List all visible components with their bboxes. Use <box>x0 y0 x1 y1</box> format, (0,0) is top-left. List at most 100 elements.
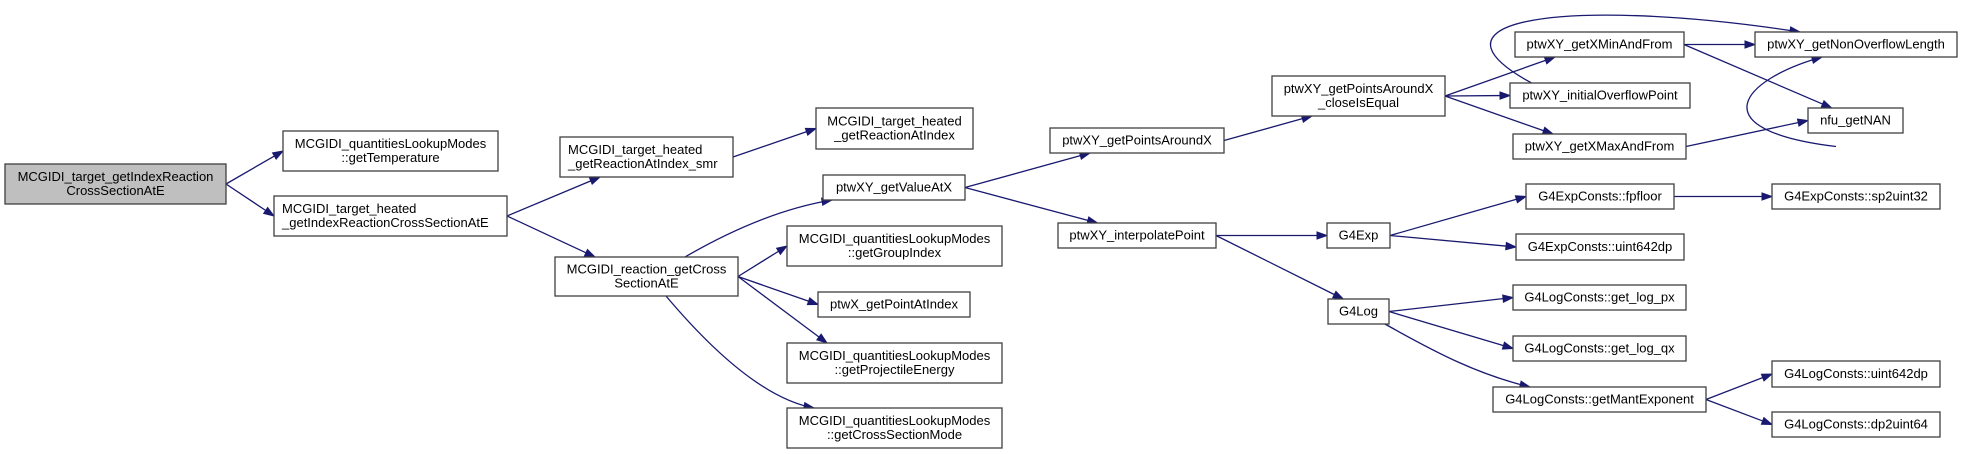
graph-node-getValueAtX[interactable]: ptwXY_getValueAtX <box>822 174 966 201</box>
edge-getValueAtX-to-interpolatePoint <box>964 186 1099 225</box>
node-label: G4LogConsts::getMantExponent <box>1505 392 1694 407</box>
node-box[interactable] <box>282 130 499 172</box>
graph-node-getMantExponent[interactable]: G4LogConsts::getMantExponent <box>1492 386 1707 413</box>
node-box[interactable] <box>1509 82 1691 109</box>
graph-node-G4Log[interactable]: G4Log <box>1327 298 1390 325</box>
edge-fpfloor-to-sp2uint32 <box>1674 192 1774 201</box>
node-box[interactable] <box>559 136 734 178</box>
node-label: MCGIDI_quantitiesLookupModes <box>799 231 991 246</box>
graph-node-ptwXGetPoint[interactable]: ptwX_getPointAtIndex <box>817 291 971 318</box>
arrowhead-icon <box>1760 373 1774 382</box>
arrowhead-icon <box>1760 416 1774 426</box>
graph-node-heatedGetReaction[interactable]: MCGIDI_target_heated_getReactionAtIndex <box>815 107 974 150</box>
node-box[interactable] <box>1807 107 1904 134</box>
graph-node-sp2uint32[interactable]: G4ExpConsts::sp2uint32 <box>1771 183 1941 210</box>
edge-line <box>1388 297 1505 313</box>
node-box[interactable] <box>817 291 971 318</box>
node-label: MCGIDI_target_getIndexReaction <box>18 169 214 184</box>
edge-G4Log-to-getMantExponent <box>1384 323 1532 389</box>
node-box[interactable] <box>1326 222 1391 249</box>
edge-line <box>225 183 267 212</box>
node-label: G4LogConsts::get_log_px <box>1524 290 1675 305</box>
node-label: CrossSectionAtE <box>66 183 165 198</box>
node-box[interactable] <box>1771 360 1941 388</box>
graph-node-initialOverflowPoint[interactable]: ptwXY_initialOverflowPoint <box>1509 82 1691 109</box>
node-box[interactable] <box>1771 411 1941 438</box>
edge-reactionGetCS-to-getProjectileEnergy <box>737 275 829 344</box>
edge-line <box>737 275 821 339</box>
arrowhead-icon <box>262 206 276 217</box>
node-label: ::getGroupIndex <box>848 245 942 260</box>
node-box[interactable] <box>786 407 1003 449</box>
edge-heatedGetIndex-to-reactionGetCS <box>506 215 597 258</box>
node-box[interactable] <box>1327 298 1390 325</box>
node-box[interactable] <box>1515 233 1685 261</box>
graph-node-nfuGetNAN[interactable]: nfu_getNAN <box>1807 107 1904 134</box>
node-box[interactable] <box>1057 222 1217 249</box>
node-box[interactable] <box>786 225 1003 267</box>
node-box[interactable] <box>786 342 1003 384</box>
node-box[interactable] <box>554 256 739 297</box>
graph-node-expUint642dp[interactable]: G4ExpConsts::uint642dp <box>1515 233 1685 261</box>
edge-heatedGetIndex-to-heatedSmr <box>506 176 602 217</box>
edge-reactionGetCS-to-getGroupIndex <box>737 245 789 278</box>
node-box[interactable] <box>1512 335 1687 362</box>
node-box[interactable] <box>1754 31 1958 58</box>
arrowhead-icon <box>816 333 829 344</box>
graph-node-getProjectileEnergy[interactable]: MCGIDI_quantitiesLookupModes::getProject… <box>786 342 1003 384</box>
arrowhead-icon <box>1820 99 1834 109</box>
graph-node-getXMaxAndFrom[interactable]: ptwXY_getXMaxAndFrom <box>1512 133 1687 160</box>
arrowhead-icon <box>271 150 285 160</box>
edge-G4Log-to-getLogPx <box>1388 294 1515 313</box>
graph-node-getLogQx[interactable]: G4LogConsts::get_log_qx <box>1512 335 1687 362</box>
node-label: G4Exp <box>1339 228 1379 243</box>
node-box[interactable] <box>1525 183 1675 210</box>
edge-line <box>1223 117 1304 142</box>
edge-line <box>1685 121 1800 148</box>
graph-node-dp2uint64[interactable]: G4LogConsts::dp2uint64 <box>1771 411 1941 438</box>
arrowhead-icon <box>1331 290 1345 300</box>
node-box[interactable] <box>1271 75 1446 117</box>
graph-node-logUint642dp[interactable]: G4LogConsts::uint642dp <box>1771 360 1941 388</box>
node-label: ptwXY_initialOverflowPoint <box>1522 88 1678 103</box>
arrowhead-icon <box>1796 118 1810 127</box>
arrowhead-icon <box>1316 231 1329 240</box>
edge-G4Exp-to-fpfloor <box>1389 195 1528 237</box>
graph-node-getNonOverflowLength[interactable]: ptwXY_getNonOverflowLength <box>1754 31 1958 58</box>
graph-node-fpfloor[interactable]: G4ExpConsts::fpfloor <box>1525 183 1675 210</box>
node-box[interactable] <box>273 195 508 237</box>
node-label: ptwXY_getXMaxAndFrom <box>1525 139 1675 154</box>
node-label: _getReactionAtIndex <box>833 128 955 143</box>
node-box[interactable] <box>822 174 966 201</box>
graph-node-getCrossSectionMode[interactable]: MCGIDI_quantitiesLookupModes::getCrossSe… <box>786 407 1003 449</box>
node-box[interactable] <box>1514 31 1685 58</box>
arrowhead-icon <box>804 127 818 136</box>
graph-node-getPointsAroundX[interactable]: ptwXY_getPointsAroundX <box>1049 127 1225 154</box>
graph-node-closeIsEqual[interactable]: ptwXY_getPointsAroundX_closeIsEqual <box>1271 75 1446 117</box>
graph-node-getGroupIndex[interactable]: MCGIDI_quantitiesLookupModes::getGroupIn… <box>786 225 1003 267</box>
node-box[interactable] <box>1512 133 1687 160</box>
node-box[interactable] <box>4 163 227 205</box>
node-box[interactable] <box>1049 127 1225 154</box>
node-label: G4LogConsts::dp2uint64 <box>1784 417 1928 432</box>
graph-node-G4Exp[interactable]: G4Exp <box>1326 222 1391 249</box>
graph-node-heatedGetIndex[interactable]: MCGIDI_target_heated_getIndexReactionCro… <box>273 195 508 237</box>
graph-node-interpolatePoint[interactable]: ptwXY_interpolatePoint <box>1057 222 1217 249</box>
graph-node-heatedSmr[interactable]: MCGIDI_target_heated_getReactionAtIndex_… <box>559 136 734 178</box>
node-box[interactable] <box>1771 183 1941 210</box>
node-label: G4LogConsts::get_log_qx <box>1524 341 1675 356</box>
node-label: ptwXY_getValueAtX <box>836 180 952 195</box>
graph-node-getLogPx[interactable]: G4LogConsts::get_log_px <box>1512 284 1687 311</box>
graph-node-getXMinAndFrom[interactable]: ptwXY_getXMinAndFrom <box>1514 31 1685 58</box>
arrowhead-icon <box>583 248 597 258</box>
graph-node-getTemperature[interactable]: MCGIDI_quantitiesLookupModes::getTempera… <box>282 130 499 172</box>
node-box[interactable] <box>1512 284 1687 311</box>
node-box[interactable] <box>815 107 974 150</box>
edge-line <box>1705 376 1764 401</box>
node-label: ptwXY_getPointsAroundX <box>1062 133 1212 148</box>
node-box[interactable] <box>1492 386 1707 413</box>
graph-node-root[interactable]: MCGIDI_target_getIndexReactionCrossSecti… <box>4 163 227 205</box>
node-label: _closeIsEqual <box>1317 95 1399 110</box>
node-label: MCGIDI_target_heated <box>282 201 416 216</box>
